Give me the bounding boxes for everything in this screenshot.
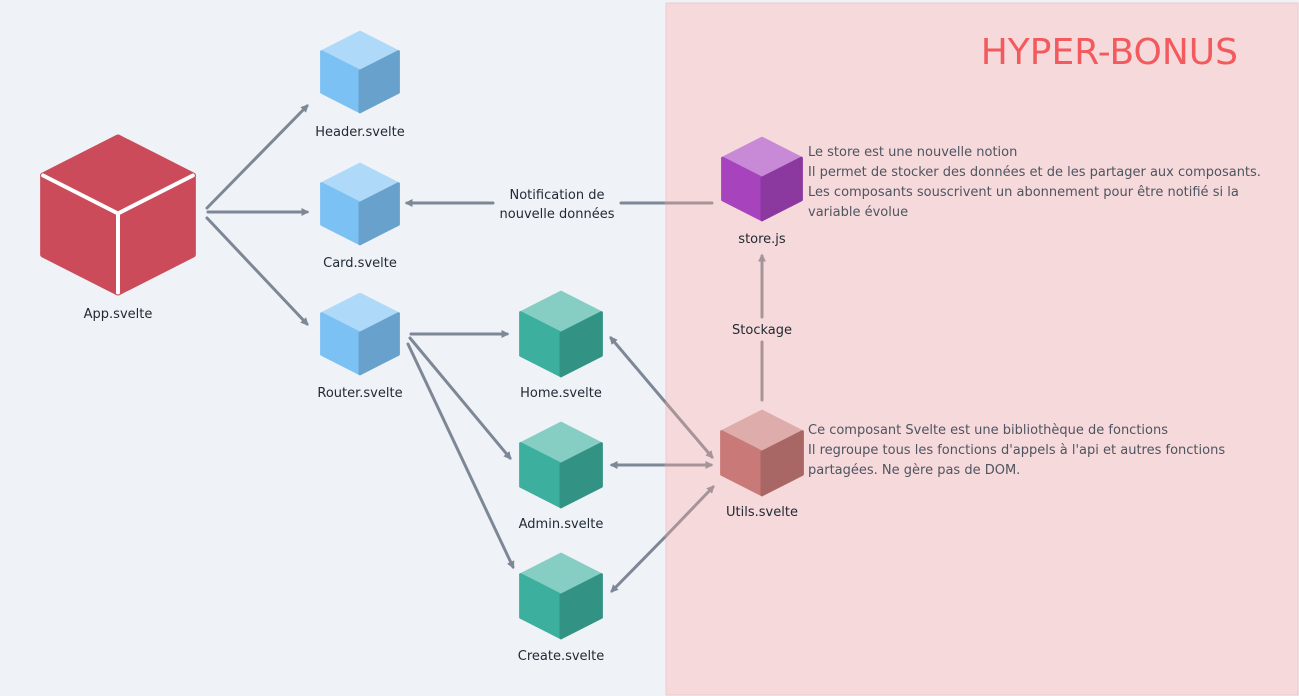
cube-right-face [559,442,603,509]
admin-node: Admin.svelte [519,421,604,532]
cube-icon [519,421,603,509]
app-label: App.svelte [84,307,153,322]
create-node: Create.svelte [518,552,605,664]
arrow-router-admin [408,336,512,460]
stockage-label: Stockage [732,323,792,338]
cube-icon [721,136,803,222]
arrows [205,104,766,593]
store-note-line: Les composants souscrivent un abonnement… [808,185,1239,200]
cube-right-face [760,430,804,497]
cube-icon [320,292,400,376]
store-node: store.js [721,136,803,247]
header-label: Header.svelte [315,125,404,140]
card-label: Card.svelte [323,256,397,271]
hyper-bonus-title: HYPER-BONUS [981,32,1238,73]
utils-note-line: Ce composant Svelte est une bibliothèque… [808,423,1168,438]
utils-note-line: Il regroupe tous les fonctions d'appels … [808,443,1225,458]
cube-icon [519,290,603,378]
cube-icon [320,162,400,246]
arrow-create-utils-pink [664,485,715,538]
cube-right-face [358,182,400,246]
cube-icon [720,409,804,497]
hyper-bonus-zone [665,2,1299,696]
store-note-line: variable évolue [808,205,908,220]
header-node: Header.svelte [315,30,405,140]
cube-edge [116,173,195,216]
store-note-line: Le store est une nouvelle notion [808,145,1017,160]
notification-label-2: nouvelle données [500,207,615,222]
store-note: Le store est une nouvelle notion Il perm… [808,145,1261,220]
app-node: App.svelte [40,134,196,322]
arrow-router-create [406,342,515,570]
router-label: Router.svelte [317,386,402,401]
create-label: Create.svelte [518,649,605,664]
card-node: Card.svelte [320,162,400,271]
cube-icon [40,134,196,296]
arrow-app-router [205,216,309,326]
home-node: Home.svelte [519,290,603,401]
home-label: Home.svelte [520,386,602,401]
cube-right-face [559,311,603,378]
store-label: store.js [738,232,786,247]
arrow-create-utils-gray [610,534,668,593]
notification-label: Notification de [510,188,605,203]
utils-label: Utils.svelte [726,505,798,520]
store-note-line: Il permet de stocker des données et de l… [808,165,1261,180]
cube-icon [519,552,603,640]
admin-label: Admin.svelte [519,517,604,532]
cube-icon [320,30,400,114]
arrow-home-utils-pink [664,401,714,459]
cube-right-face [358,50,400,114]
router-node: Router.svelte [317,292,403,401]
utils-node: Utils.svelte [720,409,804,520]
cube-right-face [760,156,803,222]
arrow-home-utils-gray [609,336,668,405]
cube-right-face [358,312,400,376]
utils-note: Ce composant Svelte est une bibliothèque… [808,423,1225,478]
utils-note-line: partagées. Ne gère pas de DOM. [808,463,1020,478]
arrow-app-header [205,104,309,210]
cube-edge [41,173,120,216]
cube-right-face [559,573,603,640]
